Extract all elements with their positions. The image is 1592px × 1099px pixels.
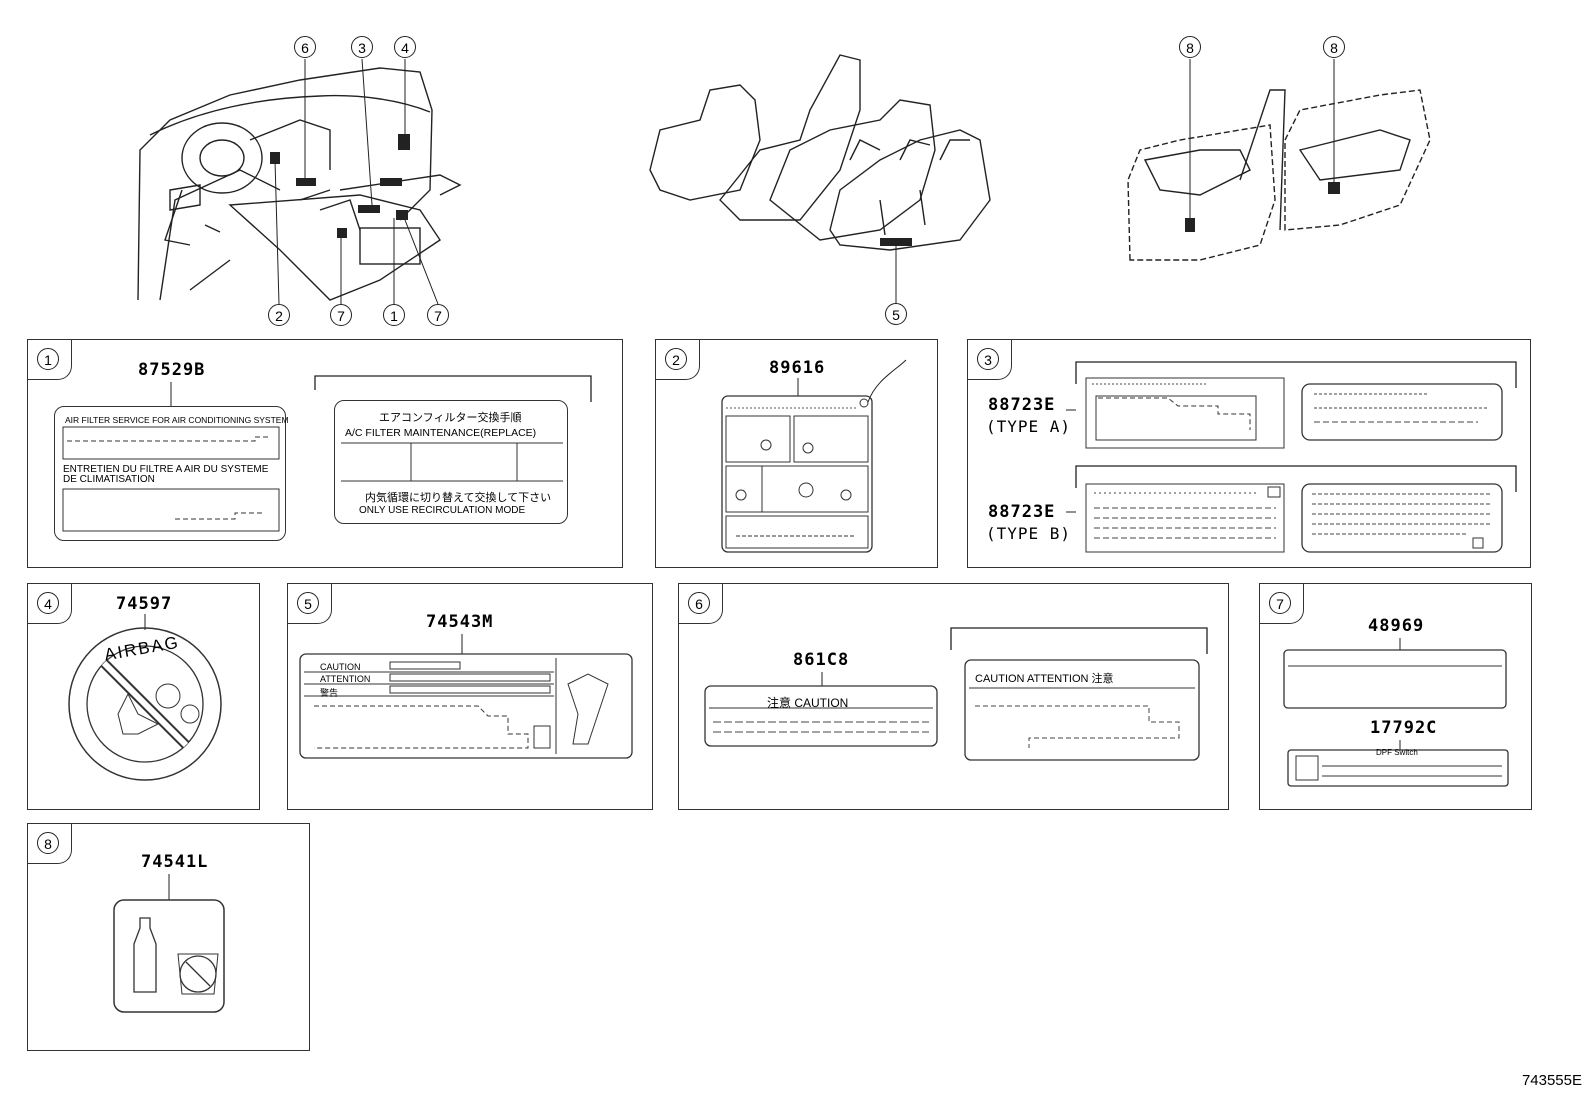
- leader-lines: [170, 375, 592, 408]
- panel-number: 8: [37, 832, 59, 854]
- panel-number: 6: [688, 592, 710, 614]
- panel-number: 4: [37, 592, 59, 614]
- panel-number: 5: [297, 592, 319, 614]
- diagram-code: 743555E: [1521, 1072, 1582, 1089]
- label-a-caution: 注意 CAUTION: [767, 696, 849, 710]
- callout-7: 7: [427, 304, 449, 326]
- callout-4: 4: [394, 36, 416, 58]
- panel-3: 3 88723E (TYPE A) 88723E (TYPE B): [967, 339, 1531, 568]
- panel-7: 7 48969 17792C DPF Switch: [1259, 583, 1532, 810]
- part-number-type-b: 88723E: [988, 502, 1056, 522]
- part-number-a: 48969: [1368, 616, 1425, 636]
- callout-2: 2: [268, 304, 290, 326]
- panel-1: 1 87529B AIR FILTER SERVICE FOR AIR COND…: [27, 339, 623, 568]
- warning-row: 警告: [320, 688, 339, 698]
- attention-row: ATTENTION: [320, 674, 371, 684]
- callout-7: 7: [330, 304, 352, 326]
- callout-6: 6: [294, 36, 316, 58]
- panel-4: 4 74597 AIRBAG: [27, 583, 260, 810]
- panel-5: 5 74543M CAUTION ATTENTION 警告: [287, 583, 653, 810]
- panel-8: 8 74541L: [27, 823, 310, 1051]
- part-number: 861C8: [793, 650, 850, 670]
- label-air-filter-en: AIR FILTER SERVICE FOR AIR CONDITIONING …: [54, 406, 289, 541]
- callout-3: 3: [351, 36, 373, 58]
- part-number: 74541L: [141, 852, 209, 872]
- label-b-caution: CAUTION ATTENTION 注意: [975, 673, 1114, 685]
- panel-number: 7: [1269, 592, 1291, 614]
- callout-5: 5: [885, 303, 907, 325]
- no-fluid-label-illustration: [113, 874, 225, 1013]
- label-89616-illustration: [721, 359, 907, 553]
- panel-number: 1: [37, 348, 59, 370]
- dashboard-illustration: [137, 54, 1431, 305]
- label-74543m-illustration: [299, 634, 633, 759]
- panel-number: 3: [977, 348, 999, 370]
- caution-row: CAUTION: [320, 662, 361, 672]
- callout-8: 8: [1323, 36, 1345, 58]
- type-a-label: (TYPE A): [986, 417, 1072, 436]
- part-number-b: 17792C: [1370, 718, 1438, 738]
- dpf-switch-text: DPF Switch: [1376, 748, 1418, 757]
- part-number: 87529B: [138, 360, 206, 380]
- part-number: 74543M: [426, 612, 494, 632]
- panel-2: 2 89616: [655, 339, 938, 568]
- part-number: 89616: [769, 358, 826, 378]
- panel-6: 6 861C8 注意 CAUTION CAUTION ATTENTION 注意: [678, 583, 1229, 810]
- label-88723e-illustrations: [1066, 361, 1517, 553]
- part-number: 74597: [116, 594, 173, 614]
- label-air-filter-jp: エアコンフィルター交換手順 A/C FILTER MAINTENANCE(REP…: [334, 400, 568, 524]
- panel-number: 2: [665, 348, 687, 370]
- callout-1: 1: [383, 304, 405, 326]
- callout-8: 8: [1179, 36, 1201, 58]
- label-861c8-illustrations: [704, 627, 1208, 761]
- part-number-type-a: 88723E: [988, 395, 1056, 415]
- airbag-emblem: [68, 614, 222, 781]
- label-illustrations: [1283, 638, 1509, 787]
- type-b-label: (TYPE B): [986, 524, 1072, 543]
